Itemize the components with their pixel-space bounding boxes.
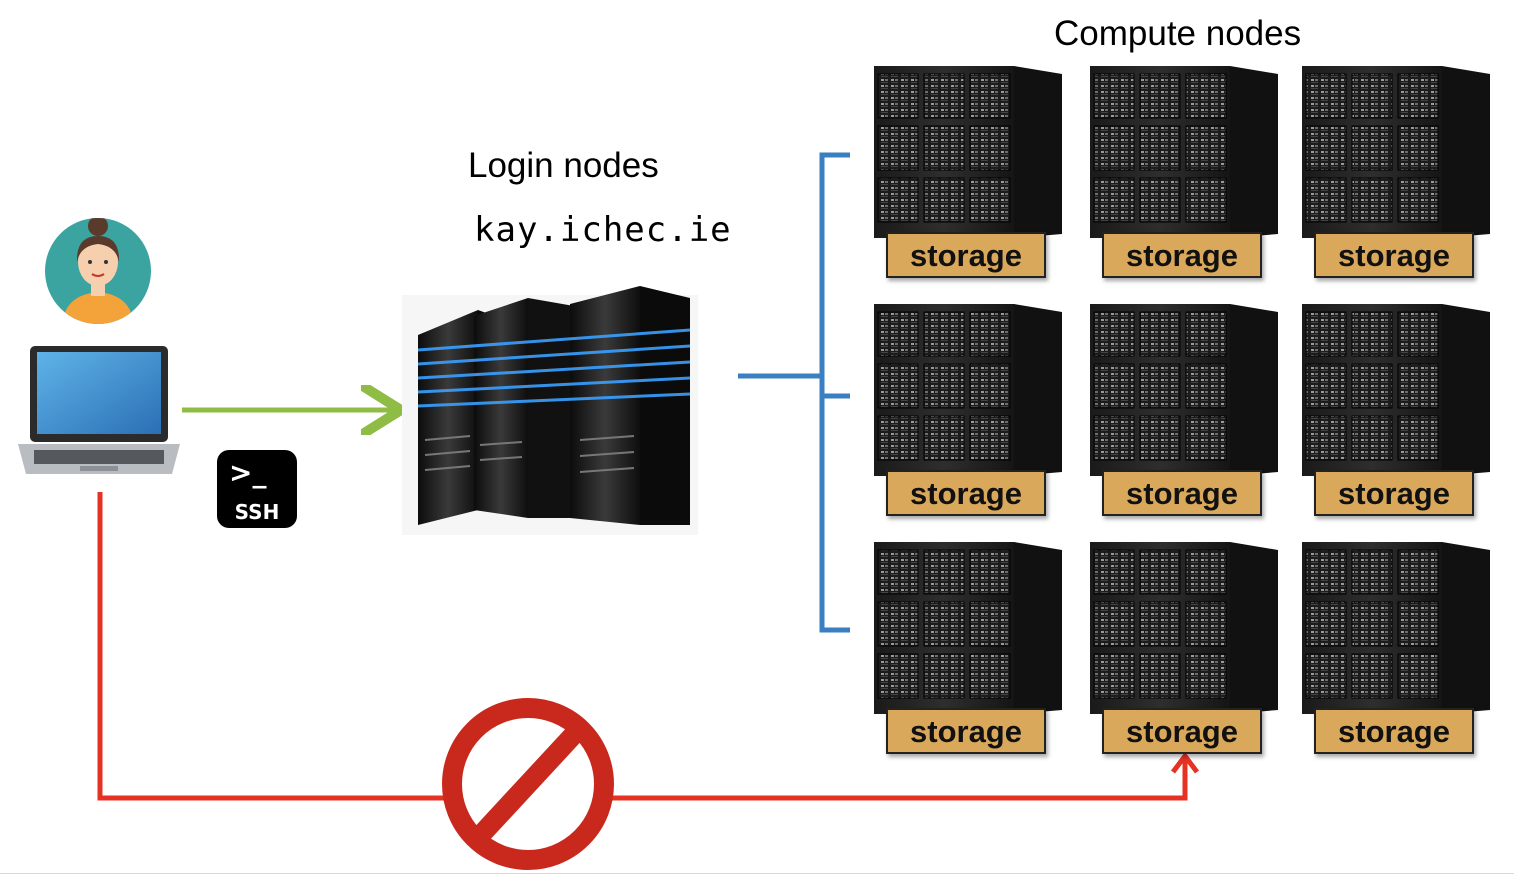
compute-nodes-title: Compute nodes [1054, 14, 1302, 53]
storage-label: storage [1102, 470, 1262, 516]
compute-rack-icon [1090, 542, 1278, 714]
compute-rack-icon [1302, 66, 1490, 238]
storage-label: storage [1314, 232, 1474, 278]
compute-rack-icon [874, 66, 1062, 238]
divider [0, 873, 1514, 874]
compute-rack-icon [874, 304, 1062, 476]
prohibited-icon [442, 698, 614, 870]
login-nodes-title: Login nodes [468, 146, 659, 185]
ssh-label: SSH [234, 500, 280, 524]
ssh-prompt: >_ [229, 456, 267, 489]
blocked-path [97, 492, 1199, 801]
login-server-icon [402, 286, 698, 535]
user-avatar-icon [45, 218, 151, 324]
compute-rack-icon [874, 542, 1062, 714]
storage-label: storage [1314, 470, 1474, 516]
compute-rack-icon [1090, 66, 1278, 238]
laptop-icon [18, 346, 180, 474]
storage-label: storage [886, 470, 1046, 516]
storage-label: storage [1102, 708, 1262, 754]
login-hostname: kay.ichec.ie [474, 210, 732, 250]
storage-label: storage [1102, 232, 1262, 278]
compute-bracket [738, 152, 850, 633]
compute-racks [874, 66, 1490, 714]
storage-label: storage [886, 708, 1046, 754]
storage-label: storage [886, 232, 1046, 278]
compute-rack-icon [1302, 542, 1490, 714]
ssh-terminal-icon: >_ SSH [217, 450, 297, 528]
storage-label: storage [1314, 708, 1474, 754]
compute-rack-icon [1302, 304, 1490, 476]
compute-rack-icon [1090, 304, 1278, 476]
